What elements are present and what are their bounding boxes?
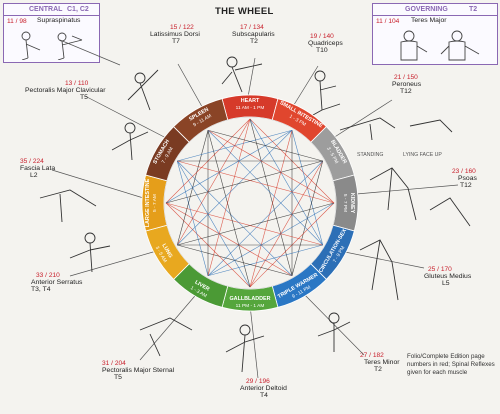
- muscle-label-latissimus-dorsi: 15 / 122 Latissimus Dorsi T7: [150, 24, 200, 45]
- muscle-label-pectoralis-major-sternal: 31 / 204 Pectoralis Major Sternal T5: [102, 360, 175, 381]
- muscle-label-subscapularis: 17 / 134 Subscapularis T2: [232, 24, 275, 45]
- muscle-label-anterior-serratus: 33 / 210 Anterior Serratus T3, T4: [31, 272, 83, 293]
- wheel-connection-line: [177, 130, 293, 246]
- leader-lines: [51, 39, 459, 379]
- tag-lying-face-up: LYING FACE UP: [403, 152, 442, 158]
- wheel-connection-lines: [163, 116, 337, 290]
- governing-page: 11 / 104: [376, 18, 400, 25]
- page-title: THE WHEEL: [215, 6, 274, 17]
- wheel-connection-line: [249, 130, 293, 288]
- central-divider: [4, 15, 99, 16]
- tag-standing: STANDING: [357, 152, 384, 158]
- segment-time: 5 - 7 PM: [342, 194, 348, 212]
- governing-figure: [400, 30, 480, 61]
- governing-label: GOVERNING: [405, 6, 448, 13]
- central-page: 11 / 98: [7, 18, 27, 25]
- footnote: Folio/Complete Edition page numbers in r…: [407, 353, 495, 376]
- wheel-connection-line: [207, 160, 323, 276]
- wheel-connection-line: [207, 118, 251, 276]
- wheel-connection-line: [177, 160, 293, 276]
- wheel-connection-line: [165, 202, 293, 277]
- wheel-ring: [141, 94, 359, 312]
- segment-name: KIDNEY: [349, 193, 355, 214]
- wheel-connection-line: [249, 118, 324, 246]
- segment-time: 11 AM - 1 PM: [236, 105, 265, 111]
- wheel-connection-line: [165, 160, 323, 204]
- muscle-label-gluteus-medius: 25 / 170 Gluteus Medius L5: [424, 266, 472, 287]
- central-vertebra: C1, C2: [67, 6, 89, 13]
- governing-panel: GOVERNING T2 11 / 104 Teres Major: [372, 3, 498, 65]
- segment-name: GALLBLADDER: [229, 296, 270, 302]
- wheel-connection-line: [249, 118, 293, 276]
- muscle-test-sketches: [39, 56, 471, 373]
- wheel-connection-line: [249, 160, 324, 288]
- wheel-connection-line: [177, 202, 335, 246]
- wheel-connection-line: [165, 129, 293, 204]
- segment-name: HEART: [241, 98, 260, 104]
- muscle-label-anterior-deltoid: 29 / 196 Anterior Deltoid T4: [240, 378, 287, 399]
- central-figure: [21, 31, 83, 60]
- wheel-connection-line: [207, 130, 251, 288]
- central-muscle: Supraspinatus: [37, 17, 81, 24]
- central-panel: CENTRAL C1, C2 11 / 98 Supraspinatus: [3, 3, 100, 63]
- muscle-label-peroneus: 21 / 150 Peroneus T12: [392, 74, 422, 95]
- muscle-label-quadriceps: 19 / 140 Quadriceps T10: [308, 33, 343, 54]
- wheel-connection-line: [207, 129, 323, 162]
- governing-muscle: Teres Major: [411, 17, 447, 24]
- segment-time: 5 - 7 AM: [152, 194, 158, 212]
- wheel-connection-line: [165, 202, 323, 246]
- wheel-connection-line: [177, 160, 335, 204]
- governing-vertebra: T2: [469, 6, 478, 13]
- muscle-label-pectoralis-major-clavicular: 13 / 110 Pectoralis Major Clavicular T5: [25, 80, 106, 101]
- muscle-label-fascia-lata: 35 / 224 Fascia Lata L2: [20, 158, 56, 179]
- muscle-label-psoas: 23 / 160 Psoas T12: [452, 168, 477, 189]
- central-label: CENTRAL: [29, 6, 63, 13]
- wheel-connection-line: [176, 160, 251, 288]
- wheel-connection-line: [176, 118, 251, 246]
- governing-divider: [373, 15, 497, 16]
- wheel-inner-circle: [163, 116, 337, 290]
- wheel-connection-line: [207, 130, 323, 246]
- segment-name: LARGE INTESTINE: [145, 178, 151, 227]
- wheel-connection-line: [207, 129, 335, 204]
- wheel-connection-line: [207, 202, 335, 277]
- segment-time: 11 PM - 1 AM: [236, 303, 265, 309]
- muscle-label-teres-minor: 27 / 182 Teres Minor T2: [360, 352, 400, 373]
